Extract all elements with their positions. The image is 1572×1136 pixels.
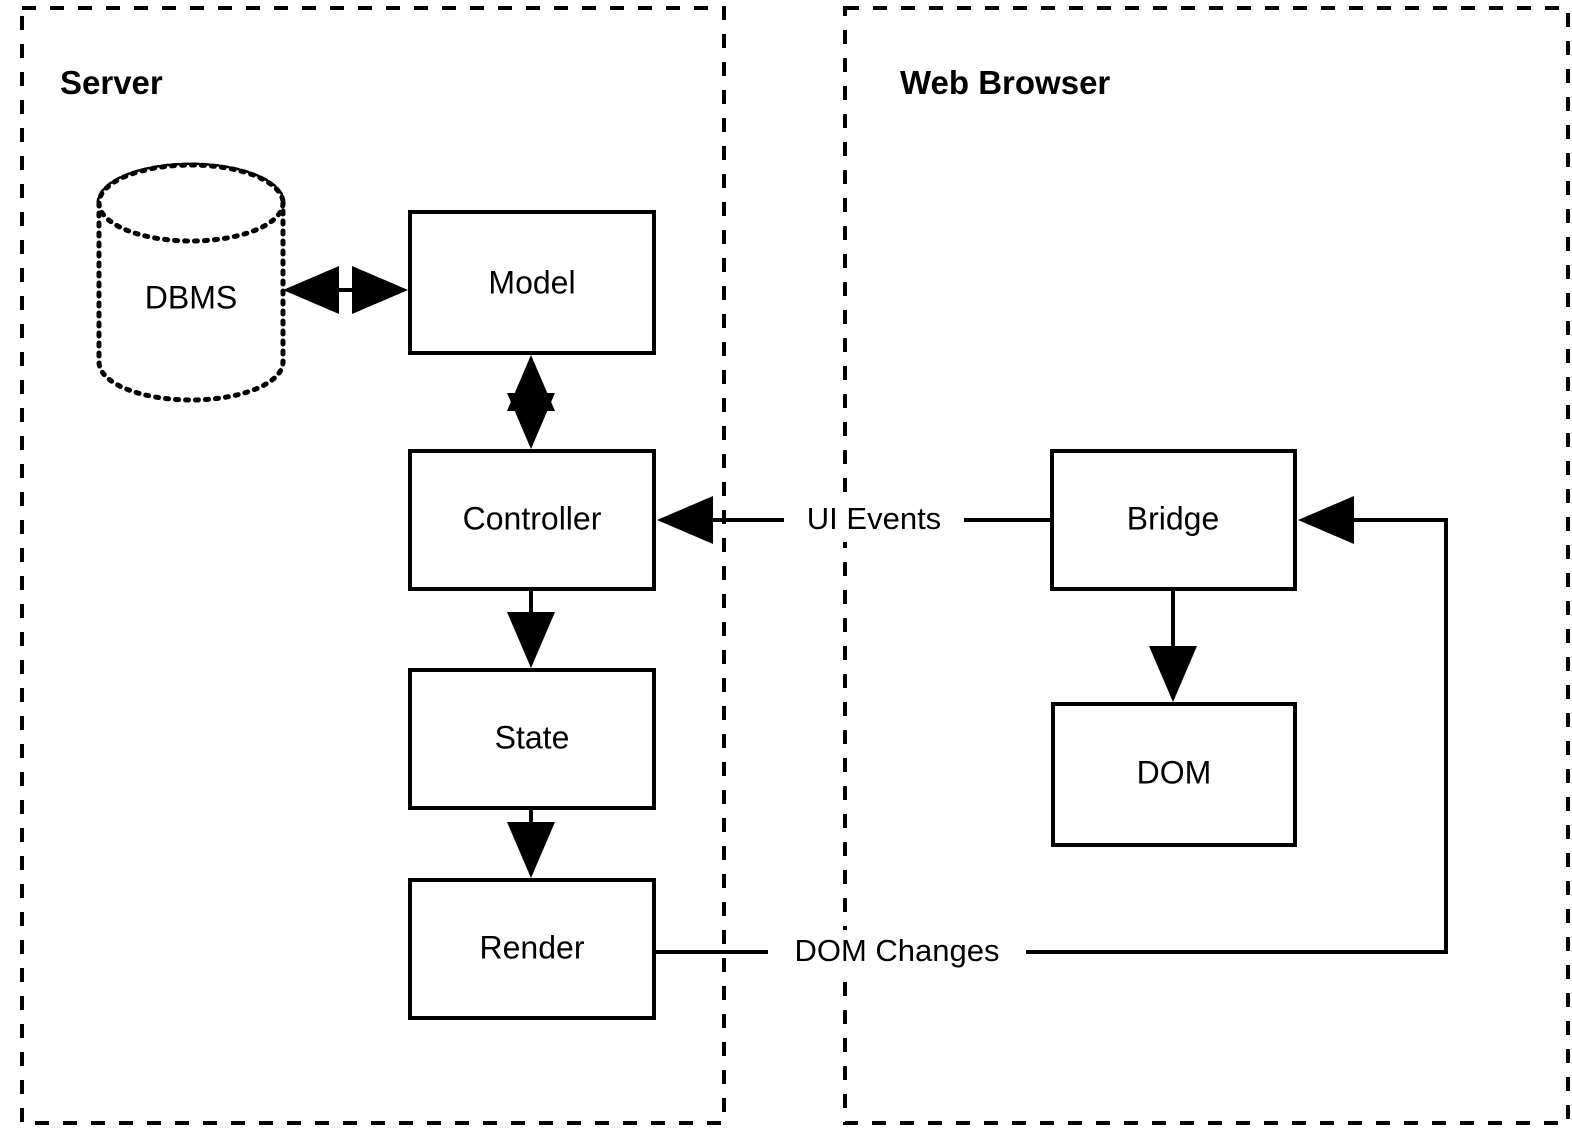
zone-server-title: Server	[60, 64, 163, 101]
model-box	[408, 210, 656, 355]
node-render[interactable]: Render	[408, 878, 656, 1020]
dbms-cylinder-top	[96, 162, 286, 244]
edge-label-ui-events: UI Events	[807, 501, 941, 536]
edge-render-bridge	[654, 496, 1448, 954]
render-box	[408, 878, 656, 1020]
controller-box	[408, 449, 656, 591]
node-label-dom: DOM	[1137, 754, 1212, 790]
node-controller[interactable]: Controller	[408, 449, 656, 591]
node-label-dbms: DBMS	[145, 279, 237, 315]
zone-server-boundary	[20, 6, 726, 1125]
edge-label-dom-changes: DOM Changes	[794, 933, 999, 968]
node-label-render: Render	[480, 929, 585, 965]
node-dbms[interactable]: DBMS	[96, 162, 286, 403]
node-state[interactable]: State	[408, 668, 656, 810]
state-box	[408, 668, 656, 810]
node-model[interactable]: Model	[408, 210, 656, 355]
node-label-state: State	[495, 719, 570, 755]
bridge-box	[1050, 449, 1297, 591]
node-dom[interactable]: DOM	[1051, 702, 1297, 847]
node-label-model: Model	[488, 264, 575, 300]
ui-events-label-backdrop	[784, 498, 964, 542]
zone-browser-boundary	[843, 6, 1570, 1125]
zone-browser-title: Web Browser	[900, 64, 1110, 101]
node-bridge[interactable]: Bridge	[1050, 449, 1297, 591]
dom-box	[1051, 702, 1297, 847]
node-label-bridge: Bridge	[1127, 500, 1220, 536]
node-label-controller: Controller	[463, 500, 602, 536]
dom-changes-label-backdrop	[768, 930, 1026, 974]
